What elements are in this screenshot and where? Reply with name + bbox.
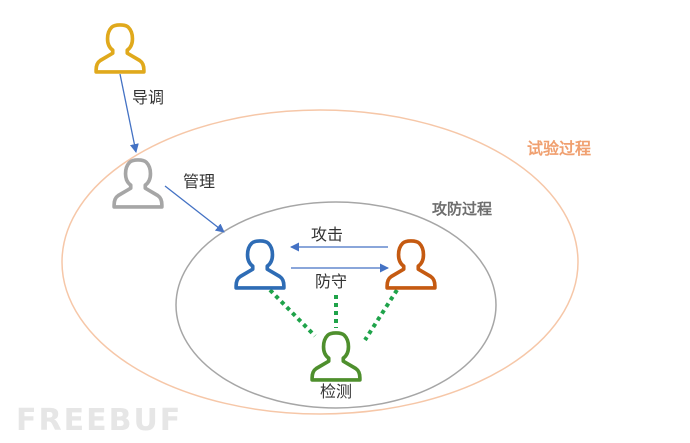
management-to-defender-arrow <box>164 185 225 233</box>
attack-label: 攻击 <box>311 225 343 244</box>
attack-defense-process-ellipse <box>175 201 497 409</box>
management-label: 管理 <box>183 172 215 191</box>
defender-person-icon <box>234 239 286 290</box>
director-to-management-arrow <box>119 73 139 153</box>
defense-label: 防守 <box>315 272 347 291</box>
watermark-text: FREEBUF <box>16 403 182 438</box>
detector-person-icon <box>310 331 362 382</box>
director-label: 导调 <box>132 88 164 107</box>
attacker-person-icon <box>385 239 437 290</box>
detection-label: 检测 <box>320 382 352 401</box>
management-person-icon <box>112 158 164 209</box>
detection-link-attacker <box>363 288 399 342</box>
attack-defense-process-label: 攻防过程 <box>432 200 492 218</box>
detection-link-defender <box>268 288 317 338</box>
experiment-process-label: 试验过程 <box>527 139 591 158</box>
director-person-icon <box>94 23 146 74</box>
experiment-process-ellipse <box>61 109 579 415</box>
